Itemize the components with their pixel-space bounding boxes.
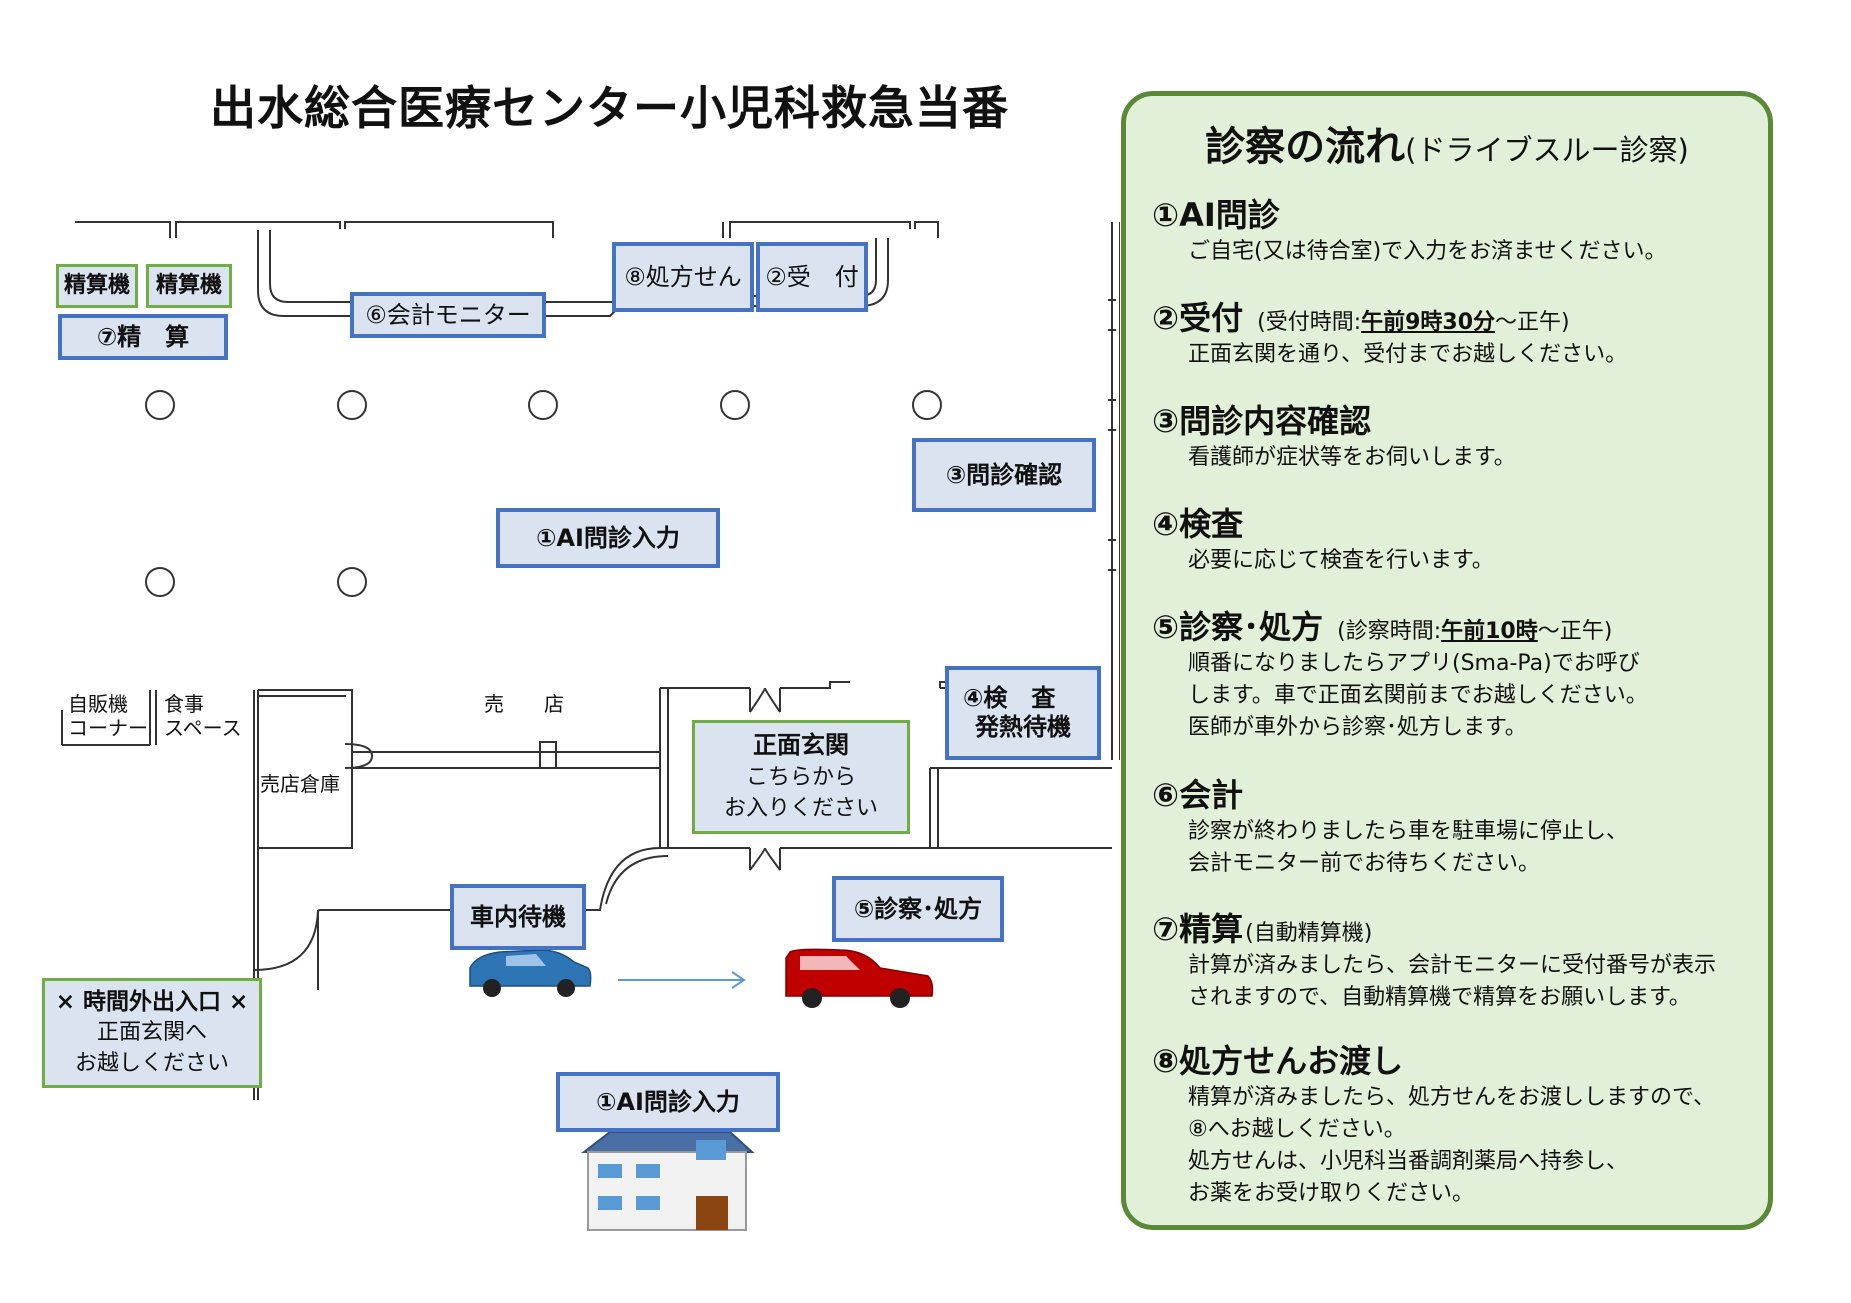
step-note-emph: 午前9時30分 <box>1361 310 1496 335</box>
kiosk-text-1: 精算機 <box>63 272 130 298</box>
step-note: (受付時間:午前9時30分～正午) <box>1257 310 1570 335</box>
floor-plan <box>61 221 1120 1231</box>
entrance-line1: こちらから <box>745 765 856 790</box>
shop-label: 売 店 <box>484 692 564 716</box>
after-hours-title: × 時間外出入口 × <box>55 989 249 1016</box>
food-label: 食事スペース <box>164 692 242 740</box>
car-wait-label: 車内待機 <box>450 884 586 950</box>
monitor-label: ⑥会計モニター <box>350 292 546 338</box>
ai-input-inside-label: ①AI問診入力 <box>496 508 720 568</box>
step-7: ⑦精算(自動精算機) 計算が済みましたら、会計モニターに受付番号が表示 されます… <box>1152 910 1758 1014</box>
step-note-pre: (受付時間: <box>1257 310 1362 335</box>
exam-line1: ④検 査 <box>963 684 1056 713</box>
food-line1: 食事 <box>164 692 204 716</box>
confirm-label: ③問診確認 <box>912 438 1096 512</box>
step-note: (診察時間:午前10時～正午) <box>1337 619 1612 644</box>
step-heading-row: ⑤診察･処方 (診察時間:午前10時～正午) <box>1152 608 1758 646</box>
kiosk-label-2: 精算機 <box>146 264 232 308</box>
step-text: 看護師が症状等をお伺いします。 <box>1188 445 1516 471</box>
step-6: ⑥会計 診察が終わりましたら車を駐車場に停止し、 会計モニター前でお待ちください… <box>1152 776 1758 880</box>
ai-input-home-label: ①AI問診入力 <box>556 1072 780 1132</box>
step-heading: ⑥会計 <box>1152 776 1244 814</box>
vending-label: 自販機コーナー <box>68 692 148 740</box>
after-hours-label: × 時間外出入口 × 正面玄関へ お越しください <box>42 978 262 1088</box>
step-4: ④検査 必要に応じて検査を行います。 <box>1152 505 1758 577</box>
step-1: ①AI問診 ご自宅(又は待合室)で入力をお済ませください。 <box>1152 196 1758 268</box>
exam-line2: 発熱待機 <box>975 713 1071 741</box>
step-heading: ④検査 <box>1152 505 1244 543</box>
flow-title-text: 診察の流れ <box>1205 124 1406 170</box>
flow-subtitle: (ドライブスルー診察) <box>1405 133 1689 167</box>
payment-label: ⑦精 算 <box>58 314 228 360</box>
step-heading: ⑦精算 <box>1152 910 1244 948</box>
storage-label: 売店倉庫 <box>260 772 340 796</box>
step-note-post: ～正午) <box>1537 619 1613 644</box>
step-heading: ③問診内容確認 <box>1152 402 1372 440</box>
step-text: 正面玄関を通り、受付までお越しください。 <box>1188 342 1628 368</box>
reception-label: ②受 付 <box>756 242 868 312</box>
step-note-emph: 午前10時 <box>1441 619 1538 644</box>
step-heading: ①AI問診 <box>1152 196 1280 234</box>
after-hours-line1: 正面玄関へ <box>96 1020 207 1046</box>
entrance-label: 正面玄関 こちらから お入りください <box>692 720 910 834</box>
page-title: 出水総合医療センター小児科救急当番 <box>210 81 1009 135</box>
step-text: 診察が終わりましたら車を駐車場に停止し、 会計モニター前でお待ちください。 <box>1188 819 1629 877</box>
prescription-label: ⑧処方せん <box>612 242 754 312</box>
entrance-title: 正面玄関 <box>753 731 849 760</box>
step-heading-row: ⑦精算(自動精算機) <box>1152 910 1758 948</box>
step-note-pre: (診察時間: <box>1337 619 1442 644</box>
step-8: ⑧処方せんお渡し 精算が済みましたら、処方せんをお渡ししますので、 ⑧へお越しく… <box>1152 1042 1758 1210</box>
step-3: ③問診内容確認 看護師が症状等をお伺いします。 <box>1152 402 1758 474</box>
step-text: 精算が済みましたら、処方せんをお渡ししますので、 ⑧へお越しください。 処方せん… <box>1188 1085 1716 1207</box>
step-text: 順番になりましたらアプリ(Sma-Pa)でお呼び します。車で正面玄関前までお越… <box>1188 651 1648 741</box>
blue-car-icon <box>469 949 592 997</box>
red-van-icon <box>785 948 934 1008</box>
step-heading: ⑧処方せんお渡し <box>1152 1042 1404 1080</box>
entrance-line2: お入りください <box>723 795 878 821</box>
step-heading: ⑤診察･処方 <box>1152 608 1324 646</box>
step-text: ご自宅(又は待合室)で入力をお済ませください。 <box>1188 239 1667 265</box>
step-text: 計算が済みましたら、会計モニターに受付番号が表示 されますので、自動精算機で精算… <box>1188 953 1717 1011</box>
step-heading-row: ②受付 (受付時間:午前9時30分～正午) <box>1152 299 1758 337</box>
kiosk-text-2: 精算機 <box>155 272 222 298</box>
step-5: ⑤診察･処方 (診察時間:午前10時～正午) 順番になりましたらアプリ(Sma-P… <box>1152 608 1758 744</box>
flow-panel: 診察の流れ(ドライブスルー診察) ①AI問診 ご自宅(又は待合室)で入力をお済ま… <box>1121 91 1773 1230</box>
kiosk-label-1: 精算機 <box>56 264 138 308</box>
step-note: (自動精算機) <box>1245 921 1373 946</box>
step-2: ②受付 (受付時間:午前9時30分～正午) 正面玄関を通り、受付までお越しください… <box>1152 299 1758 371</box>
vending-line1: 自販機 <box>68 692 128 716</box>
step-note-post: ～正午) <box>1495 310 1570 335</box>
step-heading: ②受付 <box>1152 299 1244 337</box>
exam-label: ④検 査 発熱待機 <box>945 666 1101 760</box>
vending-line2: コーナー <box>68 716 148 740</box>
flow-title: 診察の流れ(ドライブスルー診察) <box>1126 114 1768 172</box>
diagnosis-label: ⑤診察･処方 <box>832 876 1004 942</box>
food-line2: スペース <box>164 716 242 740</box>
after-hours-line2: お越しください <box>74 1051 229 1077</box>
step-text: 必要に応じて検査を行います。 <box>1188 548 1494 574</box>
house-icon <box>581 1131 755 1231</box>
